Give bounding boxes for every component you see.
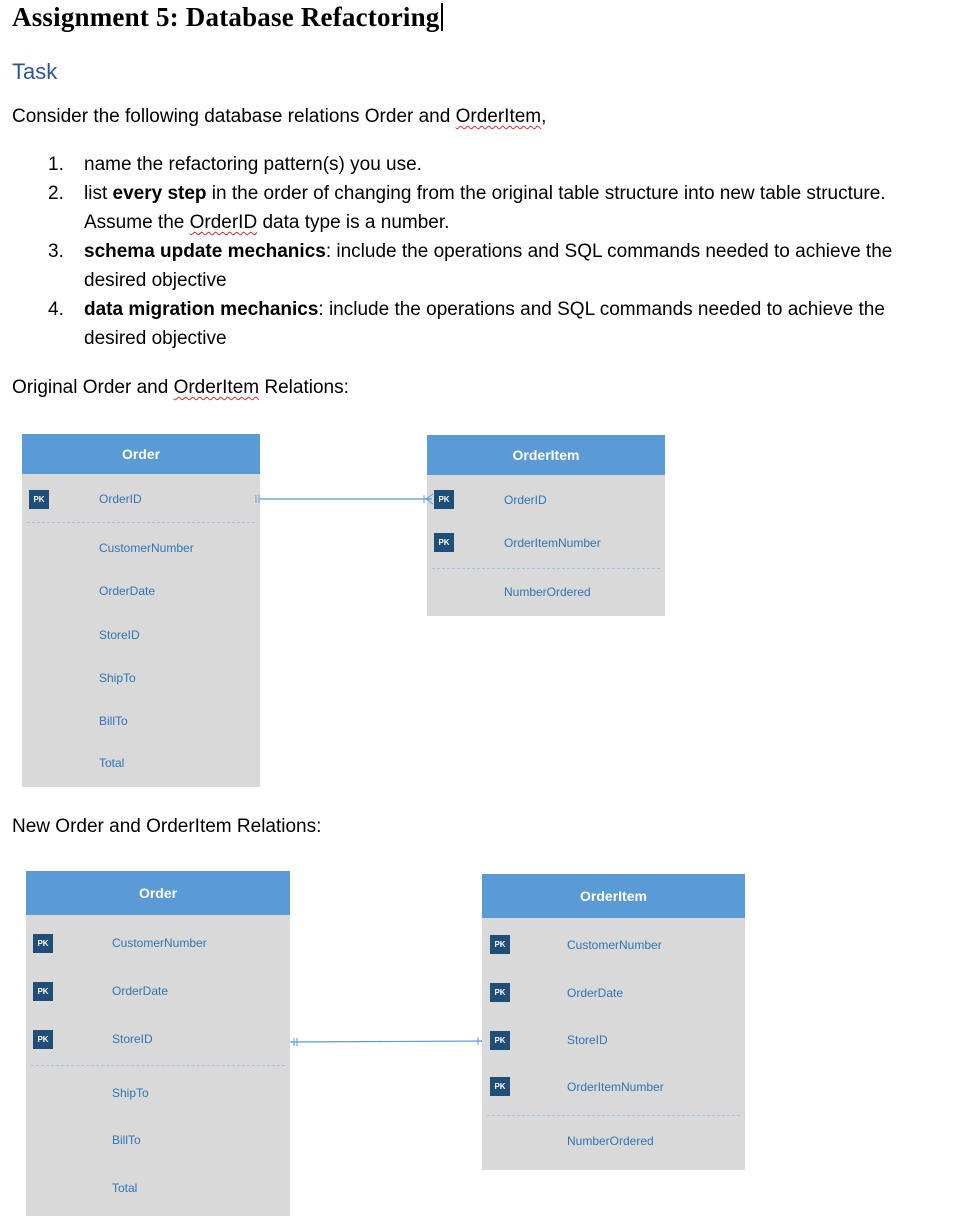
list-item: 1.name the refactoring pattern(s) you us… — [48, 154, 422, 175]
field-numberordered: NumberOrdered — [504, 585, 591, 599]
list-item: 2.list every step in the order of changi… — [48, 183, 886, 233]
field-customernumber: CustomerNumber — [567, 938, 662, 952]
page-title: Assignment 5: Database Refactoring — [12, 2, 443, 33]
field-orderid: OrderID — [99, 492, 142, 506]
pk-separator — [432, 568, 660, 569]
field-storeid: StoreID — [567, 1033, 608, 1047]
section-heading: Task — [12, 59, 58, 84]
pk-separator — [27, 522, 255, 523]
field-storeid: StoreID — [112, 1032, 153, 1046]
task-list: 1.name the refactoring pattern(s) you us… — [48, 150, 938, 353]
field-total: Total — [112, 1181, 138, 1195]
list-item: 3.schema update mechanics: include the o… — [48, 241, 893, 291]
field-orderdate: OrderDate — [567, 986, 624, 1000]
table-header: Order — [22, 434, 260, 474]
pk-badge: PK — [490, 1031, 510, 1050]
table-header: OrderItem — [482, 874, 745, 918]
field-shipto: ShipTo — [99, 671, 136, 685]
pk-badge: PK — [33, 934, 53, 953]
table-header: Order — [26, 871, 290, 915]
list-item: 4.data migration mechanics: include the … — [48, 299, 885, 349]
original-orderitem-table: OrderItem PK OrderID PK OrderItemNumber … — [427, 435, 665, 616]
field-storeid: StoreID — [99, 628, 140, 642]
text-cursor — [440, 3, 443, 31]
field-customernumber: CustomerNumber — [112, 936, 207, 950]
field-shipto: ShipTo — [112, 1086, 149, 1100]
new-order-table: Order PK CustomerNumber PK OrderDate PK … — [26, 871, 290, 1216]
field-billto: BillTo — [112, 1133, 141, 1147]
original-caption: Original Order and OrderItem Relations: — [12, 377, 349, 398]
intro-paragraph: Consider the following database relation… — [12, 106, 547, 127]
new-caption: New Order and OrderItem Relations: — [12, 816, 322, 837]
pk-separator — [487, 1115, 740, 1116]
pk-badge: PK — [434, 490, 454, 509]
pk-badge: PK — [33, 982, 53, 1001]
pk-badge: PK — [434, 533, 454, 552]
pk-badge: PK — [490, 935, 510, 954]
field-orderdate: OrderDate — [99, 584, 156, 598]
field-customernumber: CustomerNumber — [99, 541, 194, 555]
field-billto: BillTo — [99, 714, 128, 728]
field-orderdate: OrderDate — [112, 984, 169, 998]
new-orderitem-table: OrderItem PK CustomerNumber PK OrderDate… — [482, 874, 745, 1170]
pk-badge: PK — [33, 1030, 53, 1049]
field-orderid: OrderID — [504, 493, 547, 507]
pk-badge: PK — [490, 983, 510, 1002]
field-numberordered: NumberOrdered — [567, 1134, 654, 1148]
field-orderitemnumber: OrderItemNumber — [567, 1080, 664, 1094]
original-order-table: Order PK OrderID CustomerNumber OrderDat… — [22, 434, 260, 787]
field-orderitemnumber: OrderItemNumber — [504, 536, 601, 550]
pk-badge: PK — [29, 490, 49, 509]
pk-badge: PK — [490, 1077, 510, 1096]
field-total: Total — [99, 756, 125, 770]
table-header: OrderItem — [427, 435, 665, 475]
pk-separator — [31, 1065, 285, 1066]
